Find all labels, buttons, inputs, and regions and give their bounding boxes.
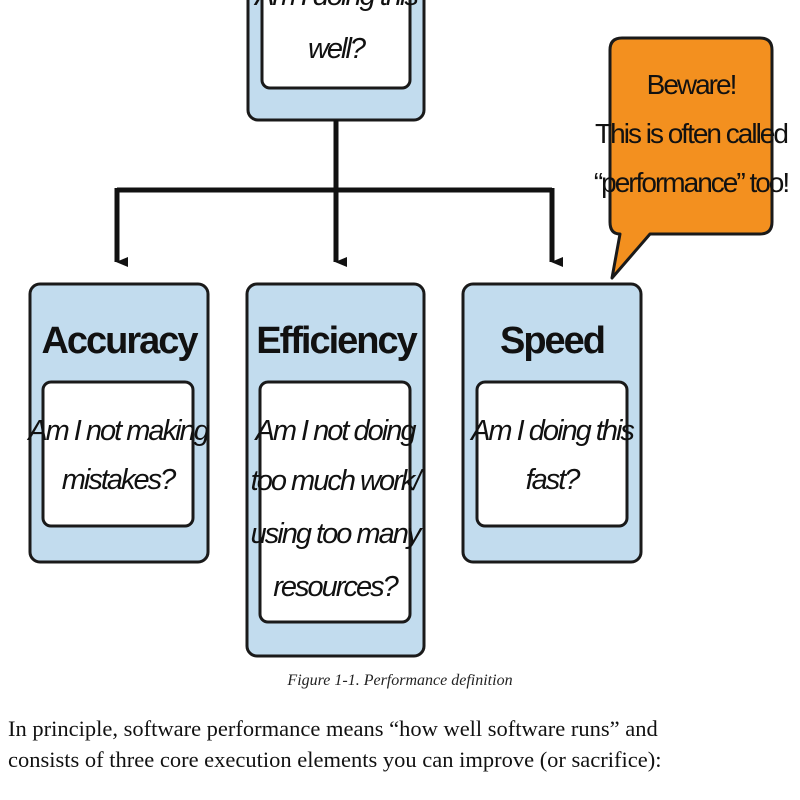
efficiency-question-line-3: using too many [251,518,423,550]
accuracy-box: Accuracy Am I not making mistakes? [26,282,212,564]
callout-line-3: “performance” too! [594,167,789,198]
root-box: Am I doing this well? [246,0,426,122]
efficiency-question-line-4: resources? [273,571,399,603]
accuracy-question-line-1: Am I not making [26,415,209,447]
callout-bubble: Beware! This is often called “performanc… [594,36,790,280]
figure-caption: Figure 1-1. Performance definition [287,672,513,689]
body-line-1: In principle, software performance means… [8,716,658,741]
body-paragraph: In principle, software performance means… [8,713,788,775]
connector-lines [114,120,563,267]
speed-question-line-2: fast? [526,464,582,496]
speed-box: Speed Am I doing this fast? [461,282,643,564]
efficiency-title: Efficiency [256,320,417,362]
accuracy-question-line-2: mistakes? [62,464,177,496]
speed-question-line-1: Am I doing this [469,415,634,447]
callout-line-1: Beware! [647,69,736,100]
callout-line-2: This is often called [595,118,787,149]
speed-title: Speed [500,320,604,362]
root-question-line-2: well? [308,33,367,65]
efficiency-question-line-2: too much work/ [251,465,425,497]
callout-shape [608,36,774,280]
efficiency-box: Efficiency Am I not doing too much work/… [245,282,426,658]
root-question-line-1: Am I doing this [253,0,418,12]
efficiency-question-line-1: Am I not doing [254,415,417,447]
accuracy-title: Accuracy [41,320,198,362]
body-line-2: consists of three core execution element… [8,747,662,772]
